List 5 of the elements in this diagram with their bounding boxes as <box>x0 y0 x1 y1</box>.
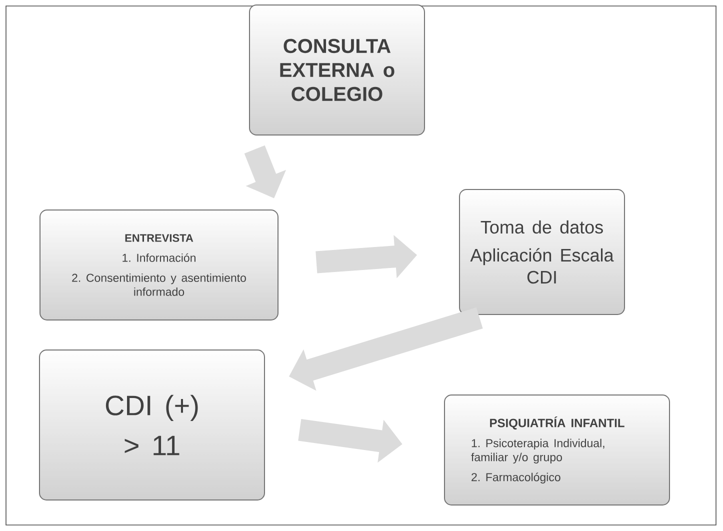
process-box: CDI (+) > 11 <box>39 350 265 500</box>
process-box: ENTREVISTA 1. Información 2. Consentimiento y asentimiento informado <box>40 210 278 320</box>
process-box: PSIQUIATRÍA INFANTIL 1. Psicoterapia Individual, familiar y/o grupo 2. Farmacológico <box>444 394 670 506</box>
process-box: CONSULTA EXTERNA o COLEGIO <box>249 4 425 136</box>
process-box: Toma de datos Aplicación Escala CDI <box>459 189 625 315</box>
